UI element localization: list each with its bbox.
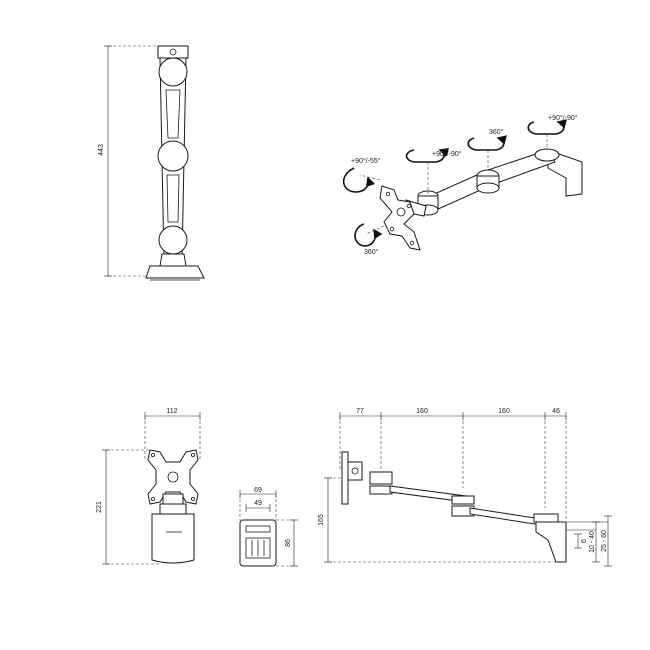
pan-head-rotation-arrow [405,147,450,163]
clamp-outer-label: 69 [254,487,262,494]
front-width-label: 112 [166,408,177,415]
rotate-plate-label: 360° [364,248,379,256]
iso-base-joint [534,148,560,162]
ext-base-column [535,521,567,563]
desk-small-label: 6 [581,539,588,543]
ext-base-joint [533,513,559,523]
extended-view: 77 160 160 46 165 [318,408,612,567]
tilt-rotation-label: +90°/-55° [351,157,381,165]
front-column-body [151,513,195,564]
isometric-view: +90°/-55° +90°/-90° 360° +90°/-90° 360° [342,114,583,256]
side-slot-upper [165,89,181,139]
side-joint-top [158,57,188,87]
rotate-mid-arrow [467,135,507,151]
pan-base-rotation-arrow [527,119,567,135]
ext-tilt-head [347,461,363,481]
side-joint-middle [157,140,189,172]
clamp-grip [245,537,271,559]
rotate-mid-label: 360° [489,128,504,136]
pan-base-rotation-label: +90°/-90° [548,114,578,122]
rotate-plate-arrow [354,223,383,247]
side-top-screw [169,48,177,56]
ext-head-joint [369,471,393,485]
arm-height-label: 165 [318,514,325,526]
arm-seg4-label: 46 [552,408,560,415]
front-vesa-plate [147,449,199,505]
arm-seg2-label: 160 [416,408,428,415]
tilt-rotation-arrow [342,167,376,193]
ext-mid-joint [451,495,475,505]
side-slot-lower [166,174,180,223]
iso-vesa-plate [379,185,421,251]
side-view: 443 [98,45,205,281]
front-neck [162,493,184,505]
desk-range-a-label: 10 - 40 [589,531,596,553]
front-view: 112 221 [96,408,201,565]
desk-range-b-label: 25 - 60 [601,530,608,552]
ext-vesa-plate [341,451,349,505]
side-base-collar [159,253,187,267]
side-joint-bottom [158,225,188,255]
side-height-label: 443 [98,144,105,156]
side-base-plate [145,265,205,279]
arm-seg1-label: 77 [356,408,364,415]
clamp-height-label: 86 [285,539,292,547]
front-height-label: 221 [96,501,103,513]
clamp-view: 69 49 86 [239,487,298,567]
side-top-plate [157,45,189,59]
pan-head-rotation-label: +90°/-90° [432,150,462,158]
clamp-inner-label: 49 [254,500,262,507]
arm-seg3-label: 160 [498,408,510,415]
iso-mount-bracket [547,149,583,197]
